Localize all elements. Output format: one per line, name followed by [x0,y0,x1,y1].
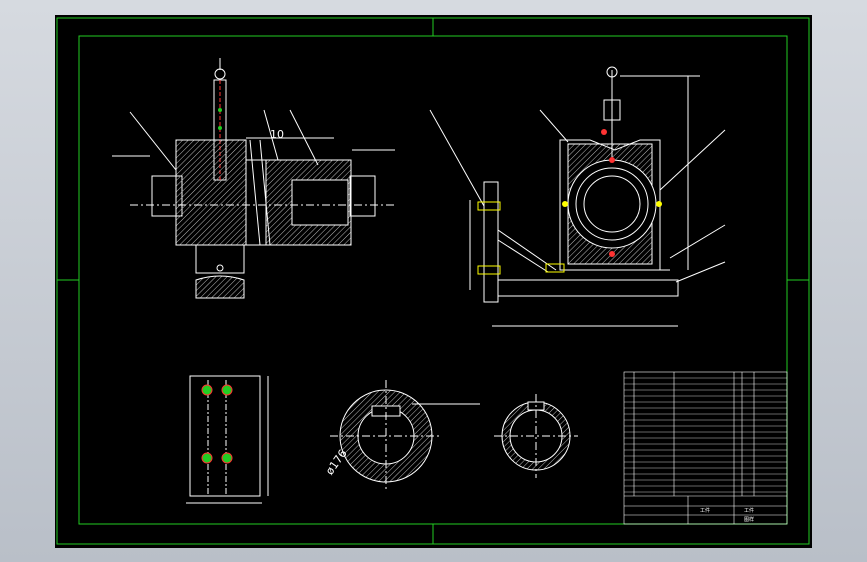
centering-marks [57,18,809,544]
title-cell: 图样 [744,516,754,523]
title-block-labels: 工件 工件 图样 [700,507,754,523]
plate-holes [201,384,233,464]
small-ring [494,394,578,478]
rod-markers [218,108,222,130]
title-cell: 工件 [744,507,754,514]
title-block [623,371,788,525]
bracket-bolts [477,129,662,275]
plate-detail [186,375,269,504]
drawing-sheet [55,15,812,548]
section-ring [330,380,480,492]
dimension-label: 10 [270,128,284,141]
bom-rows [624,377,787,493]
title-cell: 工件 [700,507,710,514]
dimension-10: 10 [270,128,284,141]
